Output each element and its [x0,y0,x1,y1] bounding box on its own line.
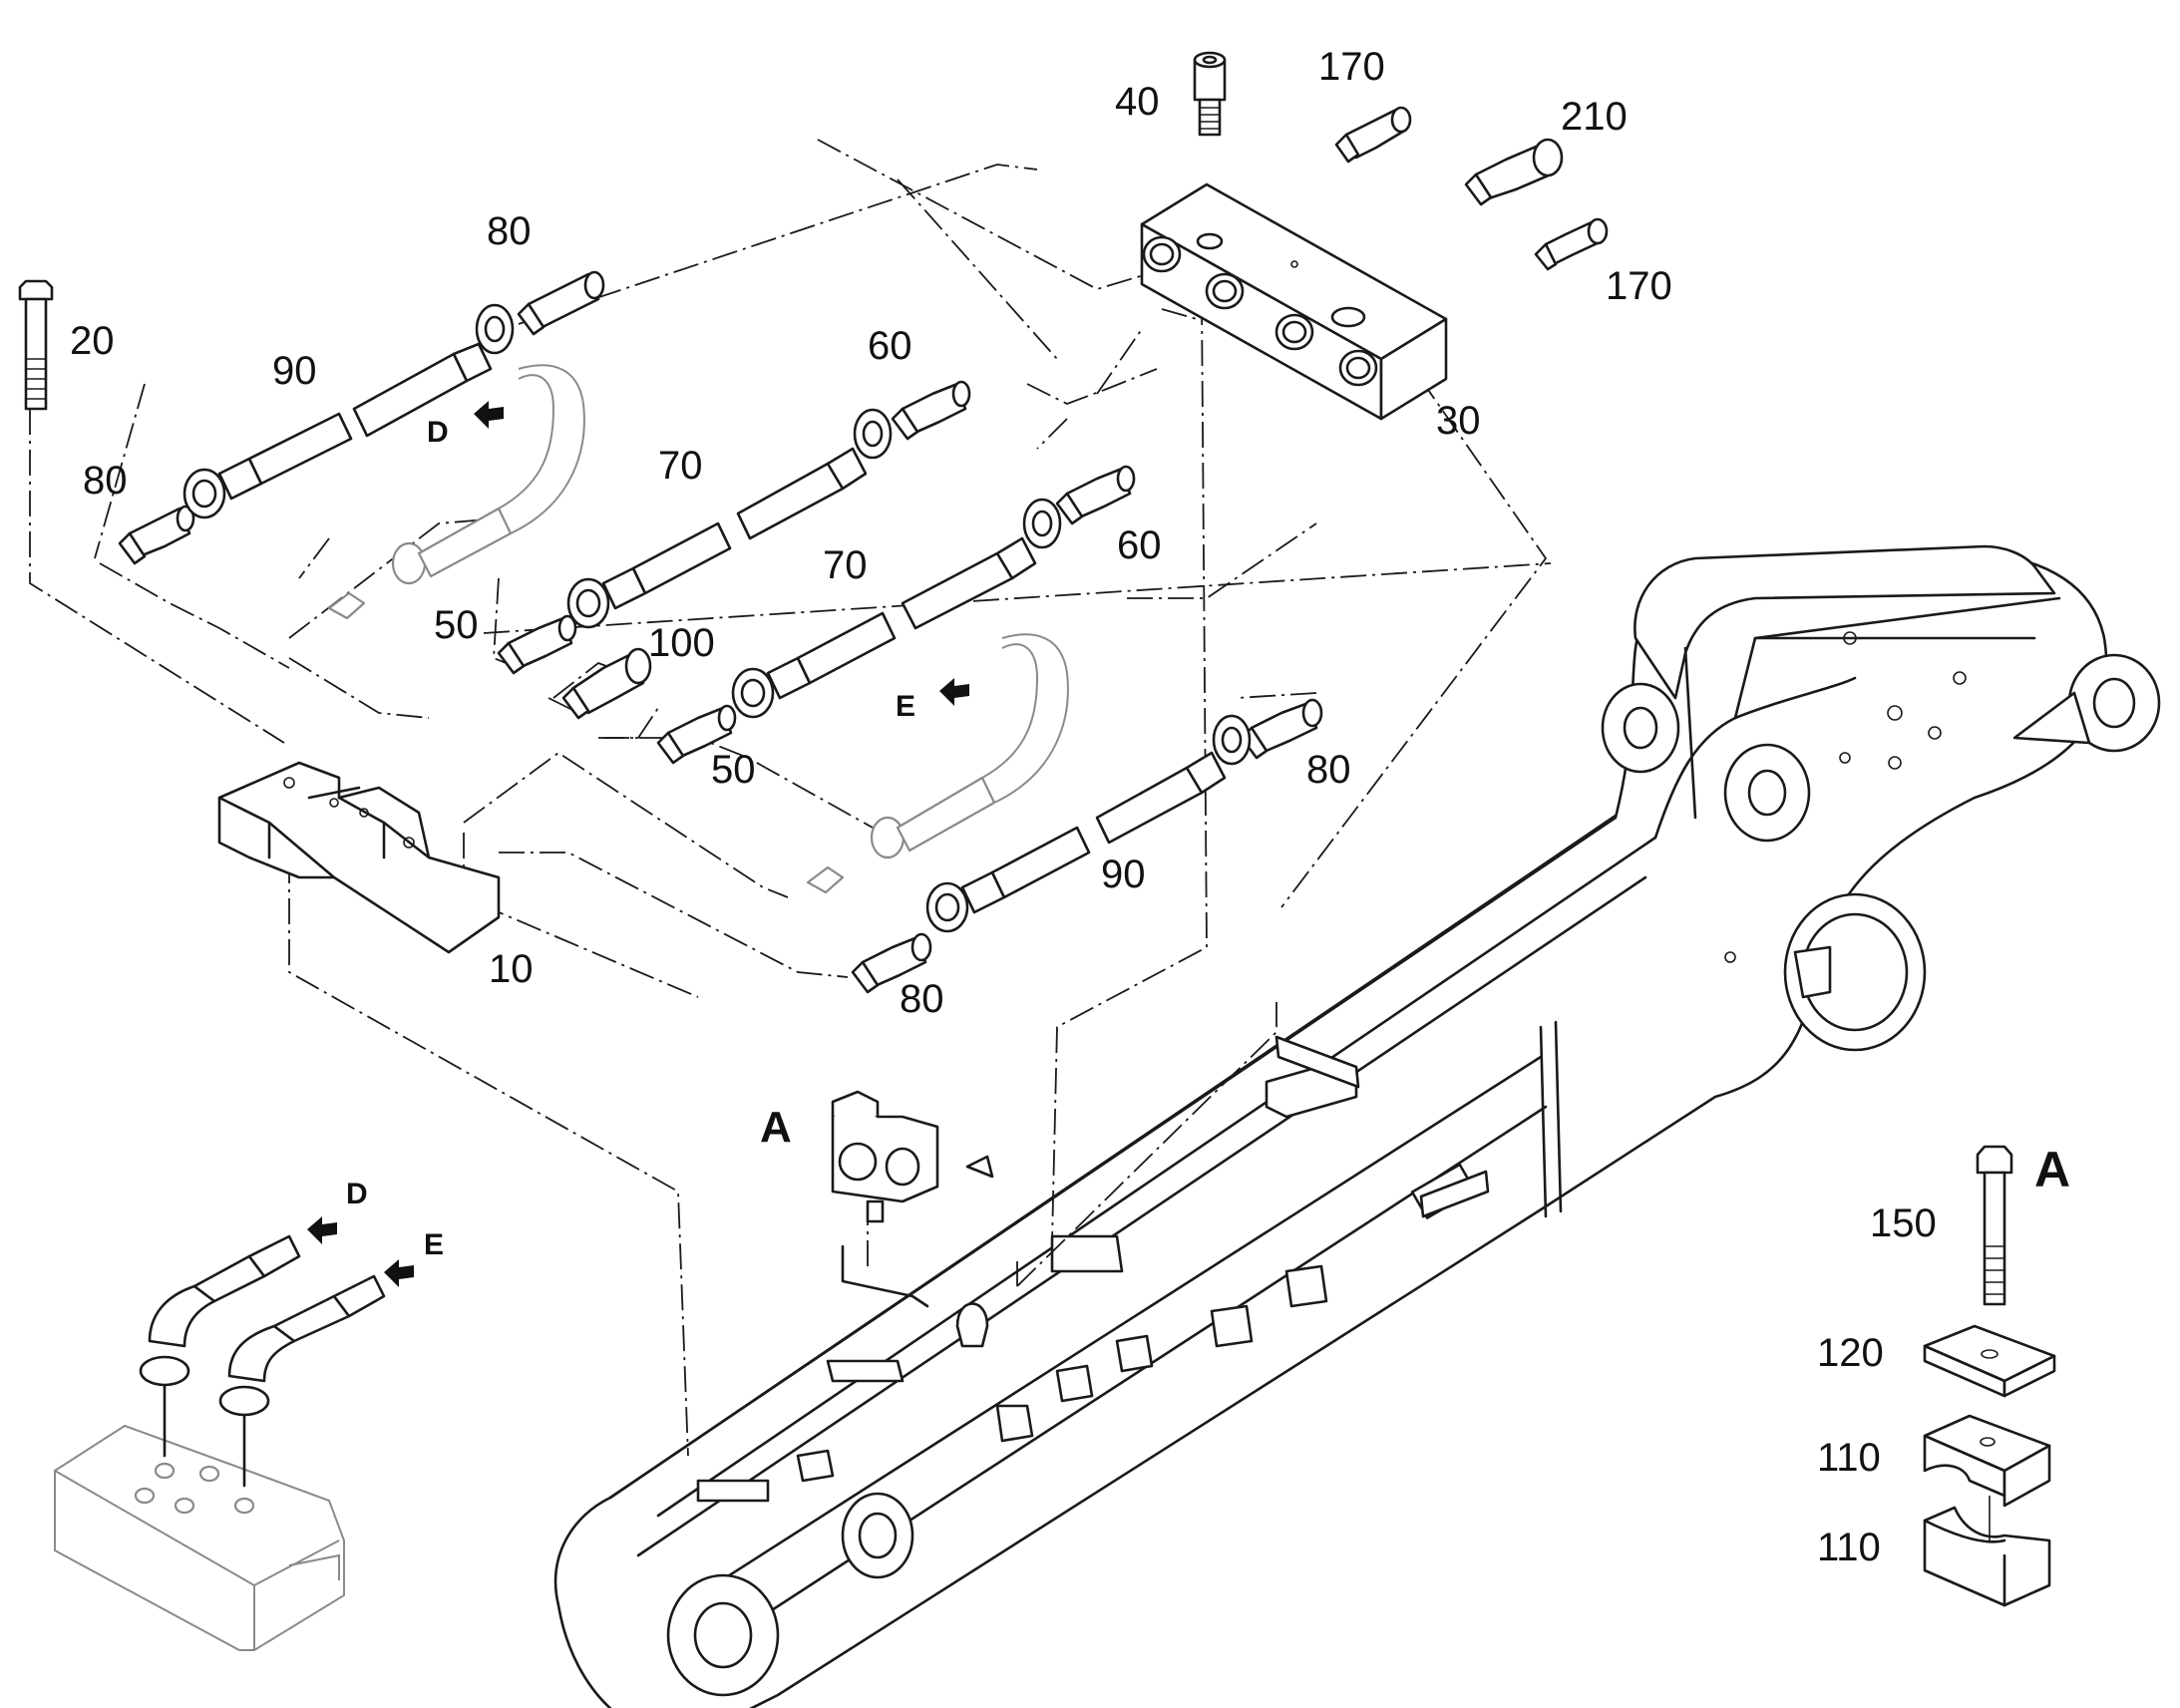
fitting-170-upper [1334,106,1412,164]
callout-150: 150 [1870,1201,1937,1245]
callout-labels: 10 20 30 40 50 50 60 60 70 70 80 80 80 8… [70,45,1937,1569]
fitting-80-left [118,505,195,565]
detail-letter-e-mid: E [896,690,915,723]
hose-70-upper [566,408,893,629]
lower-manifold [54,1424,345,1651]
callout-170-upper: 170 [1318,45,1385,89]
callout-80-top: 80 [487,209,532,253]
boom-arm [553,544,2161,1708]
ghost-hose-e [806,633,1069,894]
callout-40: 40 [1115,80,1160,124]
clamp-half-110-lower [1923,1496,2051,1607]
fitting-60-upper [891,380,971,441]
fitting-50-lower [656,704,737,765]
ghost-hose-d [327,364,585,620]
callout-90-lower: 90 [1101,853,1146,896]
detail-letter-d-bottom: D [346,1178,368,1210]
callout-20: 20 [70,319,115,363]
callout-120: 120 [1817,1331,1884,1375]
callout-210: 210 [1561,95,1628,139]
callout-100: 100 [648,621,715,665]
callout-60-lower: 60 [1117,523,1162,567]
fitting-80-bottom [851,932,932,994]
callout-50-upper: 50 [434,603,479,647]
detail-letter-d-top: D [427,416,449,449]
arrow-icon-e-bottom [384,1259,414,1287]
callout-90-upper: 90 [272,349,317,393]
detail-letters: D E D E A A [346,416,2070,1261]
callout-30: 30 [1436,399,1481,443]
clamp-assembly-a [831,1090,939,1308]
bolt-20 [18,279,54,411]
callout-110-upper: 110 [1817,1436,1881,1480]
callout-170-lower: 170 [1606,264,1672,308]
plate-120 [1923,1324,2056,1398]
detail-letter-e-bottom: E [424,1228,444,1261]
bracket-block-10 [217,761,501,954]
clamp-half-110-upper [1923,1414,2051,1508]
fitting-100 [561,647,652,720]
elbow-hose-e [218,1274,386,1488]
manifold-block-30 [1140,182,1448,421]
detail-letter-a-clamp: A [760,1103,792,1152]
hose-90-lower [925,714,1252,933]
fitting-170-lower [1534,217,1609,271]
arrow-icon-d-top [474,401,504,429]
fitting-60-lower [1055,465,1136,525]
callout-80-left: 80 [83,459,128,503]
fitting-50-upper [497,614,577,675]
hose-90-upper [182,303,515,519]
callout-50-lower: 50 [711,748,756,792]
callout-110-lower: 110 [1817,1526,1881,1569]
routing-lines [29,139,1552,1457]
bolt-150 [1976,1145,2013,1306]
cap-screw-40 [1193,51,1227,137]
elbow-hose-d [139,1234,301,1458]
callout-80-right: 80 [1306,748,1351,792]
callout-10: 10 [489,947,534,991]
callout-70-lower: 70 [823,543,868,587]
callout-70-upper: 70 [658,444,703,488]
callout-60-upper: 60 [868,324,912,368]
detail-letter-a-stack: A [2034,1142,2070,1197]
hose-70-lower [731,498,1062,719]
arrow-icon-e-mid [939,678,969,706]
arrow-icon-d-bottom [307,1216,337,1244]
fitting-210 [1464,138,1564,206]
fitting-80-top [517,270,605,336]
callout-80-bottom: 80 [900,977,944,1021]
